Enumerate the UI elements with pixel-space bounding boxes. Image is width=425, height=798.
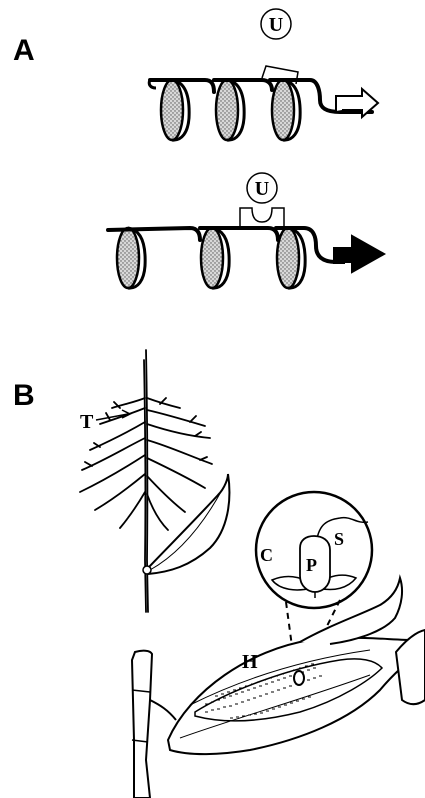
protein-footprint-bottom — [240, 208, 284, 228]
panel-b-letter: B — [13, 379, 35, 412]
nucleosome-5 — [201, 228, 229, 288]
nucleosome-4 — [117, 228, 145, 288]
silk-label: S — [334, 529, 344, 549]
nucleosome-2 — [216, 80, 244, 140]
panel-a-letter: A — [13, 34, 35, 67]
panel-b: B T — [13, 350, 425, 798]
carpel-label: C — [260, 545, 273, 565]
protein-u-bottom-label: U — [255, 178, 269, 200]
nucleosome-1 — [161, 80, 189, 140]
ear — [132, 578, 425, 798]
pistil-label: P — [306, 555, 317, 575]
chromatin-compact: U — [149, 9, 378, 140]
nucleosome-6 — [277, 228, 305, 288]
chromatin-open: U — [108, 173, 384, 288]
protein-u-top: U — [261, 9, 291, 39]
transcription-arrow-solid — [334, 236, 384, 272]
husk-label: H — [242, 651, 258, 673]
ear-stalk — [132, 651, 152, 798]
protein-u-top-label: U — [269, 14, 283, 36]
nucleosome-3 — [272, 80, 300, 140]
tassel-label: T — [80, 411, 94, 433]
protein-u-bottom: U — [247, 173, 277, 203]
floret-inset — [256, 492, 372, 608]
highlighted-floret — [294, 671, 304, 685]
panel-a: A U — [13, 9, 384, 288]
